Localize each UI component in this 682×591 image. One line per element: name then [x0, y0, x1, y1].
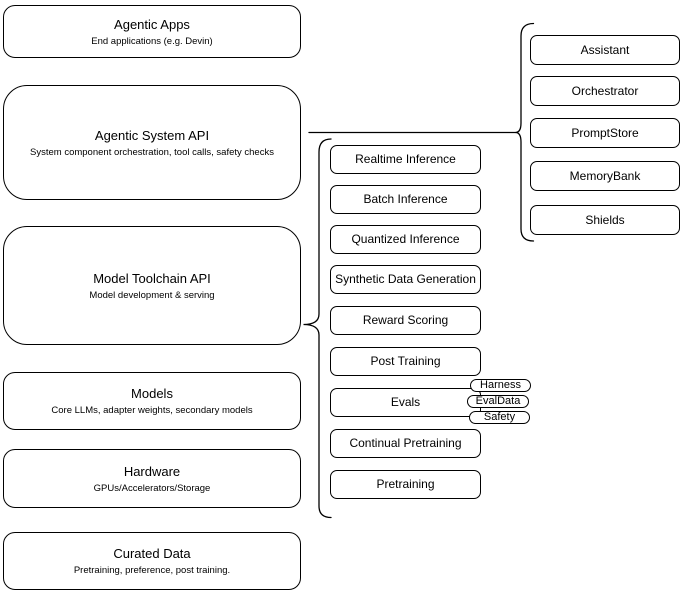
toolchain-node-evals: Evals: [330, 388, 481, 417]
layer-subtitle: Model development & serving: [89, 289, 215, 301]
node-label: Reward Scoring: [362, 313, 449, 327]
eval-tag-harness: Harness: [470, 379, 531, 392]
toolchain-node-quantized-inference: Quantized Inference: [330, 225, 481, 254]
layer-title: Model Toolchain API: [93, 270, 211, 286]
layer-subtitle: GPUs/Accelerators/Storage: [93, 482, 211, 494]
toolchain-node-continual-pretraining: Continual Pretraining: [330, 429, 481, 458]
toolchain-node-reward-scoring: Reward Scoring: [330, 306, 481, 335]
eval-tag-safety: Safety: [469, 411, 530, 424]
node-label: Realtime Inference: [355, 152, 456, 166]
layer-box-model-toolchain-api: Model Toolchain API Model development & …: [3, 226, 301, 345]
eval-tag-label: Safety: [483, 411, 516, 423]
layer-box-models: Models Core LLMs, adapter weights, secon…: [3, 372, 301, 430]
system-component-promptstore: PromptStore: [530, 118, 680, 148]
system-component-memorybank: MemoryBank: [530, 161, 680, 191]
toolchain-node-pretraining: Pretraining: [330, 470, 481, 499]
node-label: Batch Inference: [363, 192, 448, 206]
layer-box-curated-data: Curated Data Pretraining, preference, po…: [3, 532, 301, 590]
system-component-assistant: Assistant: [530, 35, 680, 65]
system-component-orchestrator: Orchestrator: [530, 76, 680, 106]
layer-box-hardware: Hardware GPUs/Accelerators/Storage: [3, 449, 301, 508]
toolchain-node-post-training: Post Training: [330, 347, 481, 376]
layer-title: Models: [131, 386, 173, 401]
layer-title: Agentic Apps: [114, 16, 190, 32]
system-component-shields: Shields: [530, 205, 680, 235]
toolchain-node-realtime-inference: Realtime Inference: [330, 145, 481, 174]
toolchain-node-synthetic-data-generation: Synthetic Data Generation: [330, 265, 481, 294]
eval-tag-label: EvalData: [475, 395, 521, 407]
layer-subtitle: End applications (e.g. Devin): [91, 35, 213, 47]
layer-title: Curated Data: [113, 546, 191, 561]
layer-box-agentic-system-api: Agentic System API System component orch…: [3, 85, 301, 200]
node-label: Continual Pretraining: [349, 436, 462, 450]
brace-toolchain: [303, 138, 332, 519]
node-label: Post Training: [370, 354, 441, 368]
node-label: Assistant: [580, 42, 630, 57]
node-label: Quantized Inference: [351, 232, 460, 246]
layer-title: Agentic System API: [94, 127, 210, 143]
node-label: Pretraining: [376, 477, 435, 491]
node-label: Evals: [390, 395, 421, 409]
layer-subtitle: Pretraining, preference, post training.: [73, 565, 231, 576]
node-label: Orchestrator: [571, 83, 639, 98]
node-label: Shields: [585, 212, 625, 227]
layer-box-agentic-apps: Agentic Apps End applications (e.g. Devi…: [3, 5, 301, 58]
node-label: PromptStore: [571, 125, 639, 140]
layer-subtitle: Core LLMs, adapter weights, secondary mo…: [51, 405, 253, 416]
node-label: Synthetic Data Generation: [335, 272, 476, 286]
eval-tag-evaldata: EvalData: [467, 395, 529, 408]
eval-tag-label: Harness: [480, 379, 521, 391]
node-label: MemoryBank: [569, 168, 641, 183]
layer-title: Hardware: [123, 463, 181, 479]
toolchain-node-batch-inference: Batch Inference: [330, 185, 481, 214]
layer-subtitle: System component orchestration, tool cal…: [30, 146, 274, 158]
